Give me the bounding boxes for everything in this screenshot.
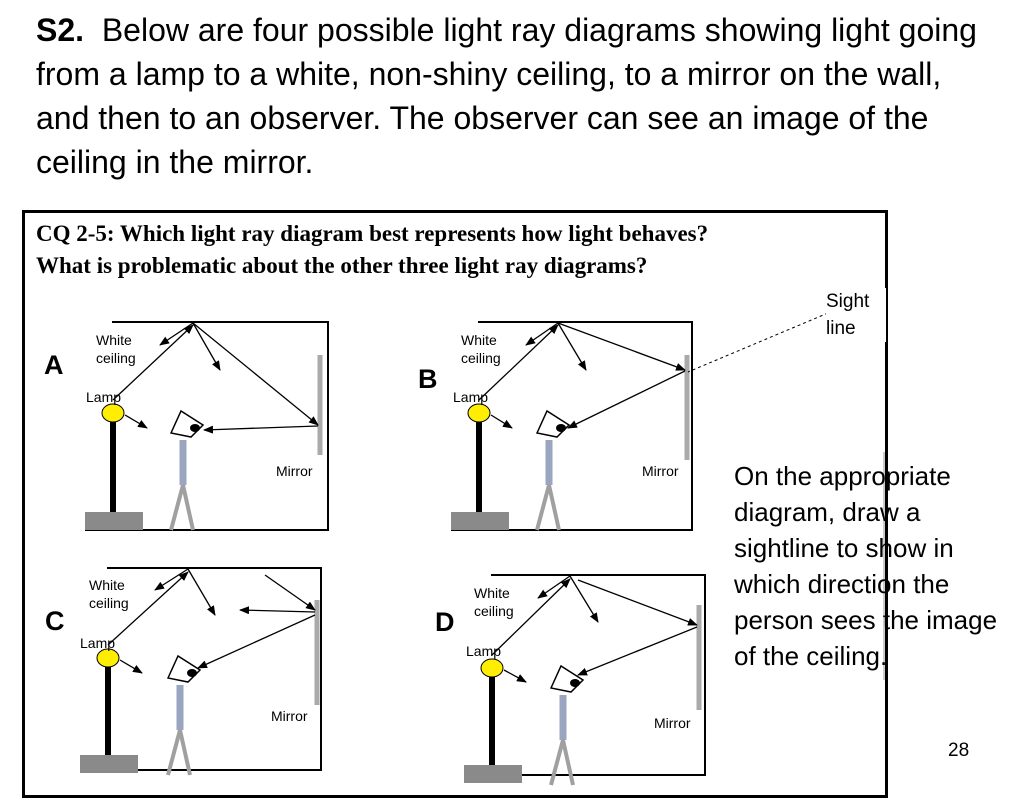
light-ray [525, 322, 559, 346]
question-line-1: CQ 2-5: Which light ray diagram best rep… [36, 221, 709, 246]
question-line-2: What is problematic about the other thre… [36, 253, 648, 278]
panel-letter: A [44, 350, 64, 380]
ceiling-label: White [96, 332, 132, 348]
observer-eye [570, 679, 580, 687]
lamp-base [464, 765, 522, 783]
intro-label: S2. [36, 12, 85, 48]
lamp-bulb [480, 658, 504, 678]
mirror-label: Mirror [654, 715, 691, 731]
light-ray [119, 659, 143, 674]
lamp-base [80, 755, 138, 773]
ceiling-label: ceiling [96, 350, 136, 366]
room-outline [85, 321, 329, 531]
lamp-bulb [96, 648, 120, 668]
lamp-base [85, 512, 143, 530]
lamp-base [451, 512, 509, 530]
light-ray [264, 574, 316, 611]
light-ray [577, 579, 698, 626]
lamp-label: Lamp [466, 643, 501, 659]
observer-eye [187, 669, 197, 677]
observer-leg-right [547, 484, 561, 531]
light-ray [577, 626, 698, 676]
sight-label-line-1: Sight [826, 291, 870, 312]
light-ray [490, 414, 513, 429]
light-ray [569, 575, 599, 623]
light-ray [203, 425, 319, 434]
ceiling-label: ceiling [474, 603, 514, 619]
lamp-bulb [101, 403, 125, 423]
ceiling-label: White [474, 585, 510, 601]
light-ray [192, 322, 319, 426]
sight-label-line-2: line [826, 318, 856, 339]
light-ray [159, 322, 194, 346]
light-ray [187, 568, 216, 616]
question-text: CQ 2-5: Which light ray diagram best rep… [36, 218, 876, 282]
light-ray [557, 322, 587, 371]
mirror-label: Mirror [642, 463, 679, 479]
observer-leg-left [549, 739, 565, 786]
observer-head [535, 409, 571, 438]
intro-text: S2. Below are four possible light ray di… [36, 8, 996, 184]
observer-head [166, 654, 202, 683]
light-ray [478, 324, 559, 401]
panel-letter: D [435, 607, 455, 637]
mirror-label: Mirror [276, 463, 313, 479]
mirror-label: Mirror [271, 708, 308, 724]
room-outline [451, 321, 693, 531]
light-ray [557, 322, 686, 371]
page-number: 28 [948, 740, 970, 761]
light-ray [197, 614, 316, 669]
panel-letter: C [45, 606, 65, 636]
observer-leg-left [169, 484, 185, 531]
observer-head [549, 664, 585, 693]
observer-leg-right [178, 729, 192, 776]
light-ray [112, 324, 194, 401]
lamp-label: Lamp [86, 389, 121, 405]
observer-leg-left [166, 729, 182, 776]
room-outline [80, 567, 322, 771]
observer-eye [190, 424, 200, 432]
observer-leg-right [561, 739, 575, 786]
light-ray [154, 568, 189, 591]
light-ray [537, 575, 571, 599]
question-frame [22, 210, 888, 798]
sight-line-dashed [687, 312, 829, 373]
instructions-text: On the appropriate diagram, draw a sight… [734, 461, 998, 671]
panel-letter: B [418, 364, 438, 394]
ceiling-label: ceiling [89, 595, 129, 611]
sight-line-label: Sight line [826, 288, 886, 342]
intro-body: Below are four possible light ray diagra… [36, 12, 977, 180]
observer-head [169, 409, 205, 438]
light-ray [192, 322, 221, 371]
lamp-label: Lamp [80, 635, 115, 651]
observer-leg-left [535, 484, 551, 531]
ceiling-label: White [89, 577, 125, 593]
ceiling-label: White [461, 332, 497, 348]
light-ray [239, 606, 316, 615]
lamp-bulb [467, 403, 491, 423]
ceiling-label: ceiling [461, 350, 501, 366]
light-ray [107, 571, 189, 646]
light-ray [491, 578, 571, 656]
light-ray [124, 414, 148, 429]
lamp-label: Lamp [453, 389, 488, 405]
room-outline [464, 574, 706, 776]
observer-leg-right [181, 484, 195, 531]
observer-eye [556, 424, 566, 432]
light-ray [567, 370, 686, 429]
light-ray [503, 669, 527, 683]
